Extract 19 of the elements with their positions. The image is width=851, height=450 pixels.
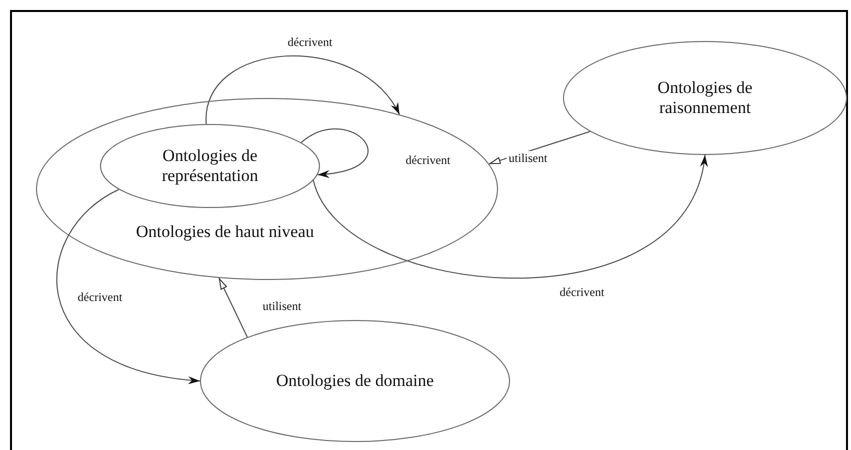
ellipse-node [563, 41, 847, 155]
node-label: Ontologies de domaine [275, 371, 435, 391]
node-label: Ontologies de haut niveau [135, 222, 315, 242]
edge-label: décrivent [286, 35, 334, 49]
node-label: Ontologies de représentation [160, 146, 260, 186]
ellipse-node [36, 98, 498, 280]
edge-label: décrivent [558, 285, 606, 299]
edge-label: utilisent [260, 299, 304, 313]
ellipse-node [200, 320, 510, 442]
edge-label: décrivent [76, 290, 124, 304]
arrow [56, 189, 200, 384]
arrow [218, 278, 248, 338]
arrow [312, 154, 706, 279]
node-label: Ontologies de raisonnement [656, 78, 754, 118]
ellipse-node [100, 124, 320, 208]
edge-label: utilisent [506, 151, 550, 165]
arrow [300, 128, 368, 178]
arrow [206, 56, 400, 124]
edge-label: décrivent [404, 153, 452, 167]
